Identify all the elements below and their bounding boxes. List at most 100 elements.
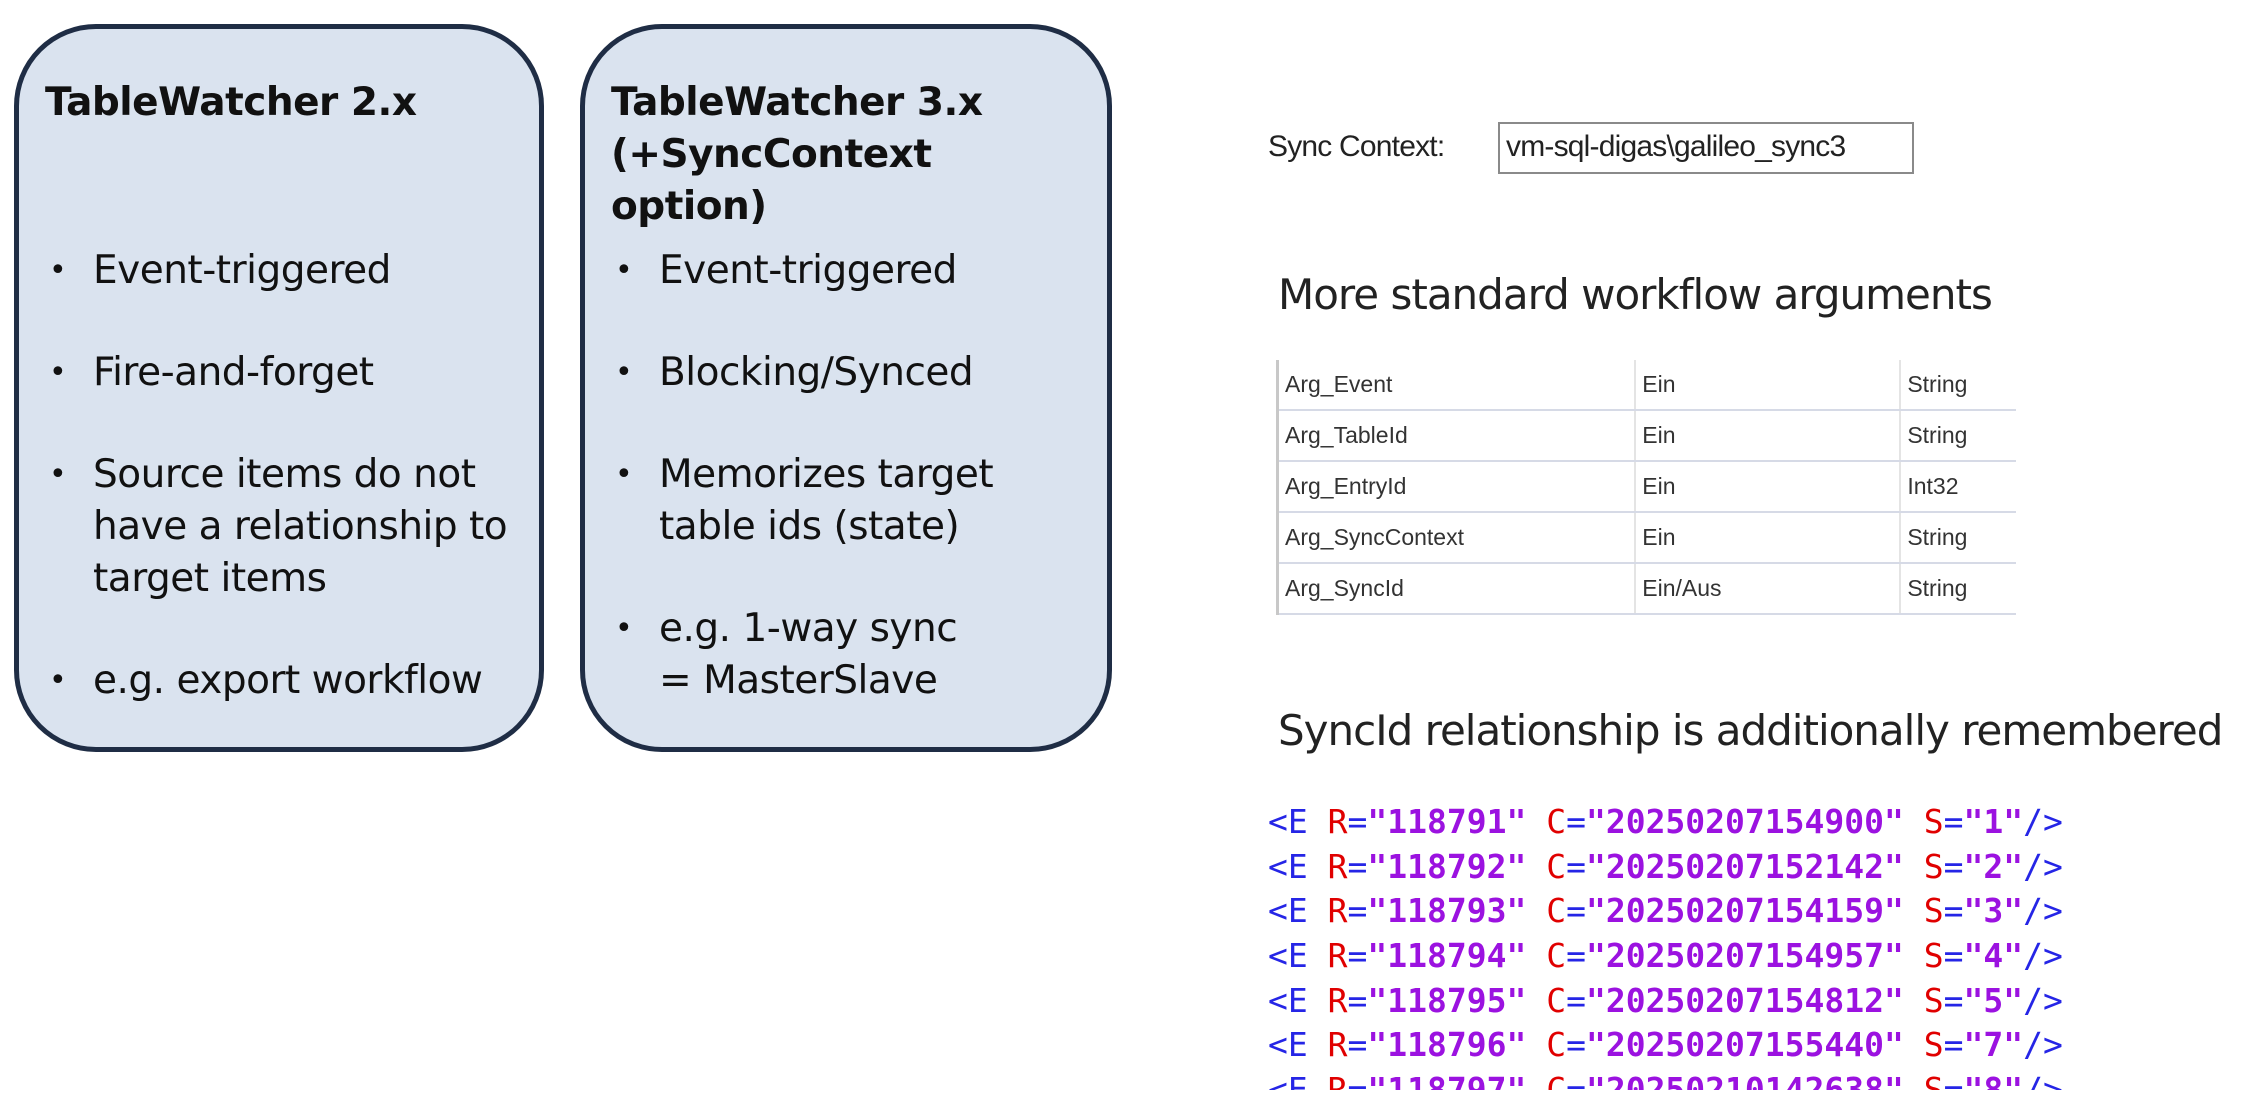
xml-value-s: 8 <box>1983 1070 2004 1090</box>
feature-item: •e.g. 1-way sync= MasterSlave <box>611 603 1093 707</box>
xml-attr-s: S <box>1923 846 1944 886</box>
xml-value-r: 118797 <box>1387 1070 1507 1090</box>
feature-item: •Fire-and-forget <box>45 347 525 399</box>
xml-attr-r: R <box>1327 1070 1348 1090</box>
feature-item: •e.g. export workflow <box>45 655 525 707</box>
xml-value-c: 20250207152142 <box>1605 846 1884 886</box>
xml-value-s: 3 <box>1983 891 2004 931</box>
feature-item: •Event-triggered <box>611 245 1093 297</box>
argument-name-cell: Arg_SyncContext <box>1277 512 1637 564</box>
xml-attr-c: C <box>1546 936 1567 976</box>
xml-tag: <E <box>1268 1070 1328 1090</box>
argument-name-cell: Arg_SyncId <box>1277 563 1637 615</box>
xml-value-r: 118796 <box>1387 1025 1507 1065</box>
xml-value-c: 20250207155440 <box>1605 1025 1884 1065</box>
sync-context-label: Sync Context: <box>1268 130 1445 163</box>
xml-entry-line: <E R="118795" C="20250207154812" S="5"/> <box>1268 980 2063 1020</box>
xml-value-c: 20250210142638 <box>1605 1070 1884 1090</box>
xml-attr-c: C <box>1546 1070 1567 1090</box>
xml-attr-r: R <box>1327 802 1348 841</box>
xml-attr-c: C <box>1546 980 1567 1020</box>
xml-value-c: 20250207154957 <box>1605 936 1884 976</box>
xml-entry-line: <E R="118797" C="20250210142638" S="8"/> <box>1268 1068 2242 1090</box>
xml-value-c: 20250207154812 <box>1605 980 1884 1020</box>
argument-type-cell: Int32 <box>1900 461 2016 513</box>
argument-type-cell: String <box>1900 410 2016 462</box>
xml-tag: <E <box>1268 802 1328 841</box>
xml-value-r: 118795 <box>1387 980 1507 1020</box>
xml-tag: <E <box>1268 846 1328 886</box>
xml-tag: <E <box>1268 936 1328 976</box>
bullet-icon: • <box>615 355 633 390</box>
tablewatcher-2x-card: TableWatcher 2.x •Event-triggered •Fire-… <box>14 24 544 752</box>
argument-name-cell: Arg_EntryId <box>1277 461 1637 513</box>
card-title: TableWatcher 2.x <box>45 77 513 129</box>
bullet-icon: • <box>49 663 67 698</box>
argument-type-cell: String <box>1900 563 2016 615</box>
xml-attr-r: R <box>1327 936 1348 976</box>
xml-value-s: 4 <box>1983 936 2004 976</box>
workflow-arguments-heading: More standard workflow arguments <box>1278 270 1993 319</box>
xml-attr-r: R <box>1327 891 1348 931</box>
xml-value-c: 20250207154900 <box>1605 802 1884 841</box>
xml-attr-r: R <box>1327 980 1348 1020</box>
feature-item: •Event-triggered <box>45 245 525 297</box>
bullet-icon: • <box>615 253 633 288</box>
card-title: TableWatcher 3.x (+SyncContext option) <box>611 77 1081 233</box>
xml-attr-s: S <box>1923 891 1944 931</box>
xml-attr-s: S <box>1923 1070 1944 1090</box>
xml-entry-line: <E R="118791" C="20250207154900" S="1"/> <box>1268 802 2063 841</box>
xml-attr-s: S <box>1923 936 1944 976</box>
bullet-icon: • <box>615 457 633 492</box>
xml-value-r: 118791 <box>1387 802 1507 841</box>
bullet-icon: • <box>49 355 67 390</box>
argument-direction-cell: Ein <box>1635 512 1902 564</box>
xml-value-s: 1 <box>1983 802 2004 841</box>
xml-entry-line: <E R="118793" C="20250207154159" S="3"/> <box>1268 891 2063 931</box>
bullet-icon: • <box>615 611 633 646</box>
argument-direction-cell: Ein <box>1635 360 1902 411</box>
feature-list: •Event-triggered •Blocking/Synced •Memor… <box>611 245 1093 757</box>
card-title-line: TableWatcher 2.x <box>45 80 417 125</box>
argument-direction-cell: Ein <box>1635 410 1902 462</box>
xml-attr-c: C <box>1546 846 1567 886</box>
xml-attr-s: S <box>1923 1025 1944 1065</box>
syncid-xml-listing: <E R="118791" C="20250207154900" S="1"/>… <box>1268 800 2242 1090</box>
xml-tag: <E <box>1268 891 1328 931</box>
xml-value-r: 118793 <box>1387 891 1507 931</box>
bullet-icon: • <box>49 457 67 492</box>
argument-type-cell: String <box>1900 512 2016 564</box>
syncid-heading: SyncId relationship is additionally reme… <box>1278 706 2223 755</box>
argument-direction-cell: Ein <box>1635 461 1902 513</box>
argument-type-cell: String <box>1900 360 2016 411</box>
argument-name-cell: Arg_TableId <box>1277 410 1637 462</box>
bullet-icon: • <box>49 253 67 288</box>
xml-entry-line: <E R="118796" C="20250207155440" S="7"/> <box>1268 1025 2063 1065</box>
xml-tag: <E <box>1268 1025 1328 1065</box>
xml-value-r: 118792 <box>1387 846 1507 886</box>
xml-attr-r: R <box>1327 846 1348 886</box>
feature-item: •Blocking/Synced <box>611 347 1093 399</box>
xml-attr-s: S <box>1923 802 1944 841</box>
xml-attr-r: R <box>1327 1025 1348 1065</box>
xml-value-c: 20250207154159 <box>1605 891 1884 931</box>
feature-list: •Event-triggered •Fire-and-forget •Sourc… <box>45 245 525 757</box>
sync-context-input[interactable]: vm-sql-digas\galileo_sync3 <box>1498 122 1914 174</box>
xml-attr-c: C <box>1546 802 1567 841</box>
card-title-line: (+SyncContext option) <box>611 132 932 229</box>
argument-direction-cell: Ein/Aus <box>1635 563 1902 615</box>
xml-entry-line: <E R="118794" C="20250207154957" S="4"/> <box>1268 936 2063 976</box>
xml-attr-c: C <box>1546 1025 1567 1065</box>
xml-attr-c: C <box>1546 891 1567 931</box>
xml-attr-s: S <box>1923 980 1944 1020</box>
argument-name-cell: Arg_Event <box>1277 360 1637 411</box>
card-title-line: TableWatcher 3.x <box>611 80 983 125</box>
tablewatcher-3x-card: TableWatcher 3.x (+SyncContext option) •… <box>580 24 1112 752</box>
